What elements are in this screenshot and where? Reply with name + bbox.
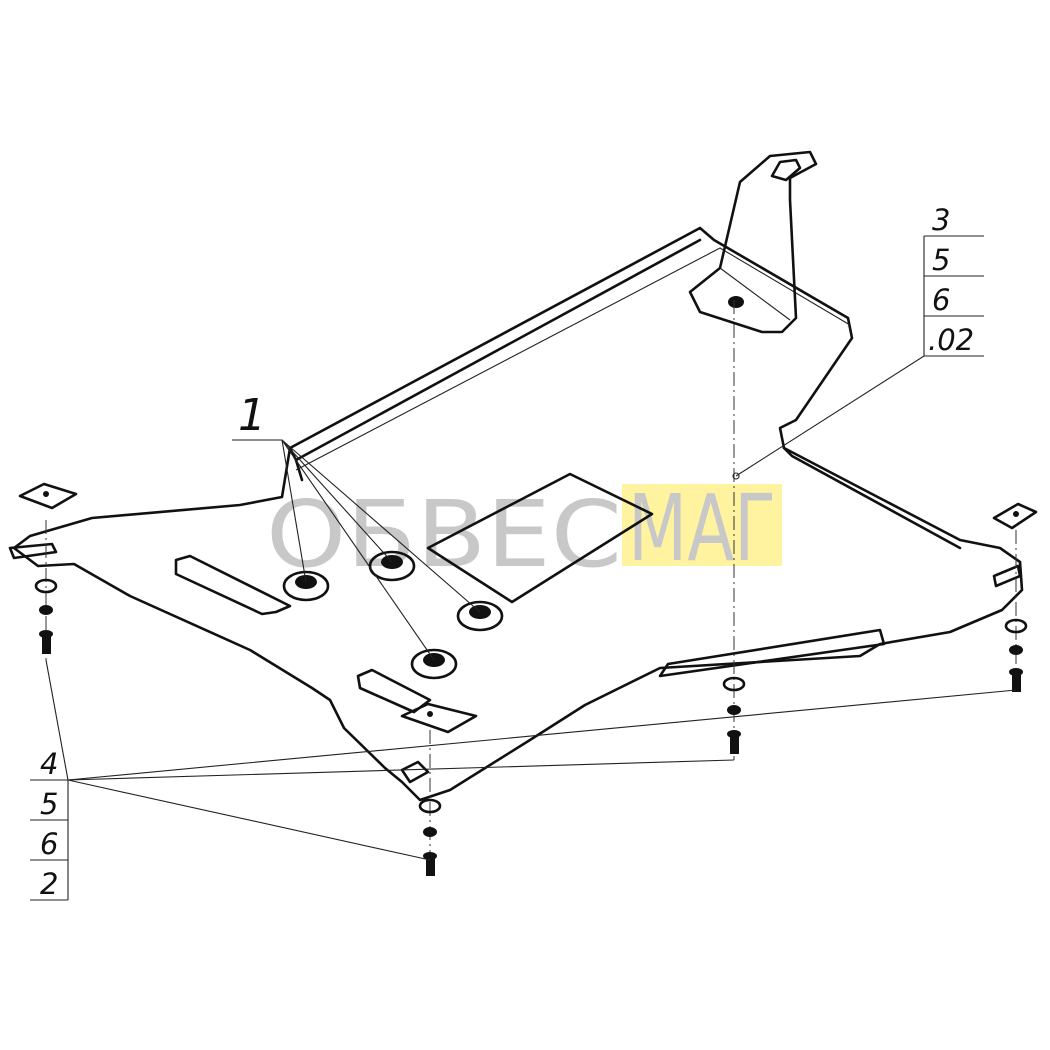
callout-bottom-1: 4 xyxy=(40,747,58,781)
callout-top-2: 5 xyxy=(932,243,950,277)
skid-plate-outline xyxy=(12,226,1024,802)
bushing xyxy=(410,648,458,680)
bushing xyxy=(456,600,504,632)
slot-right-edge xyxy=(658,628,886,678)
callout-block-top-right: 3 5 6 .02 xyxy=(735,203,984,477)
slot-right xyxy=(992,564,1022,588)
callout-bottom-3: 6 xyxy=(40,827,58,861)
fastener-stack xyxy=(1004,618,1028,692)
fastener-stack xyxy=(722,676,746,754)
nut-plate-right xyxy=(992,502,1038,530)
watermark: ОБВЕС МАГ xyxy=(266,475,782,588)
bracket-edge xyxy=(719,267,791,321)
notch-bottom xyxy=(400,760,430,784)
slot-left xyxy=(174,554,292,616)
watermark-text-left: ОБВЕС xyxy=(266,481,622,588)
callout-block-bottom-left: 4 5 6 2 xyxy=(30,659,1017,901)
tall-bracket xyxy=(688,150,818,334)
front-edge-line xyxy=(295,247,851,471)
callout-top-1: 3 xyxy=(932,203,950,237)
right-flange xyxy=(782,446,962,550)
fastener-stack xyxy=(34,578,58,654)
front-flange xyxy=(288,238,702,482)
leader-part-1 xyxy=(232,439,481,661)
center-mount-point xyxy=(732,472,740,480)
bracket-hole xyxy=(728,296,744,308)
nut-plate-left xyxy=(18,482,78,510)
callout-top-4: .02 xyxy=(928,323,974,357)
slot-middle xyxy=(356,668,432,714)
nut-plate-bottom xyxy=(400,702,478,734)
watermark-text-right: МАГ xyxy=(628,475,776,582)
callout-part-1: 1 xyxy=(238,390,266,441)
fastener-stack xyxy=(418,798,442,876)
axis-lines xyxy=(45,300,1017,860)
notch-left xyxy=(8,542,58,560)
callout-bottom-4: 2 xyxy=(40,867,58,901)
service-cutout xyxy=(426,472,654,604)
bracket-slot xyxy=(770,158,802,182)
callout-top-3: 6 xyxy=(932,283,950,317)
watermark-highlight xyxy=(622,484,782,566)
callout-bottom-2: 5 xyxy=(40,787,58,821)
